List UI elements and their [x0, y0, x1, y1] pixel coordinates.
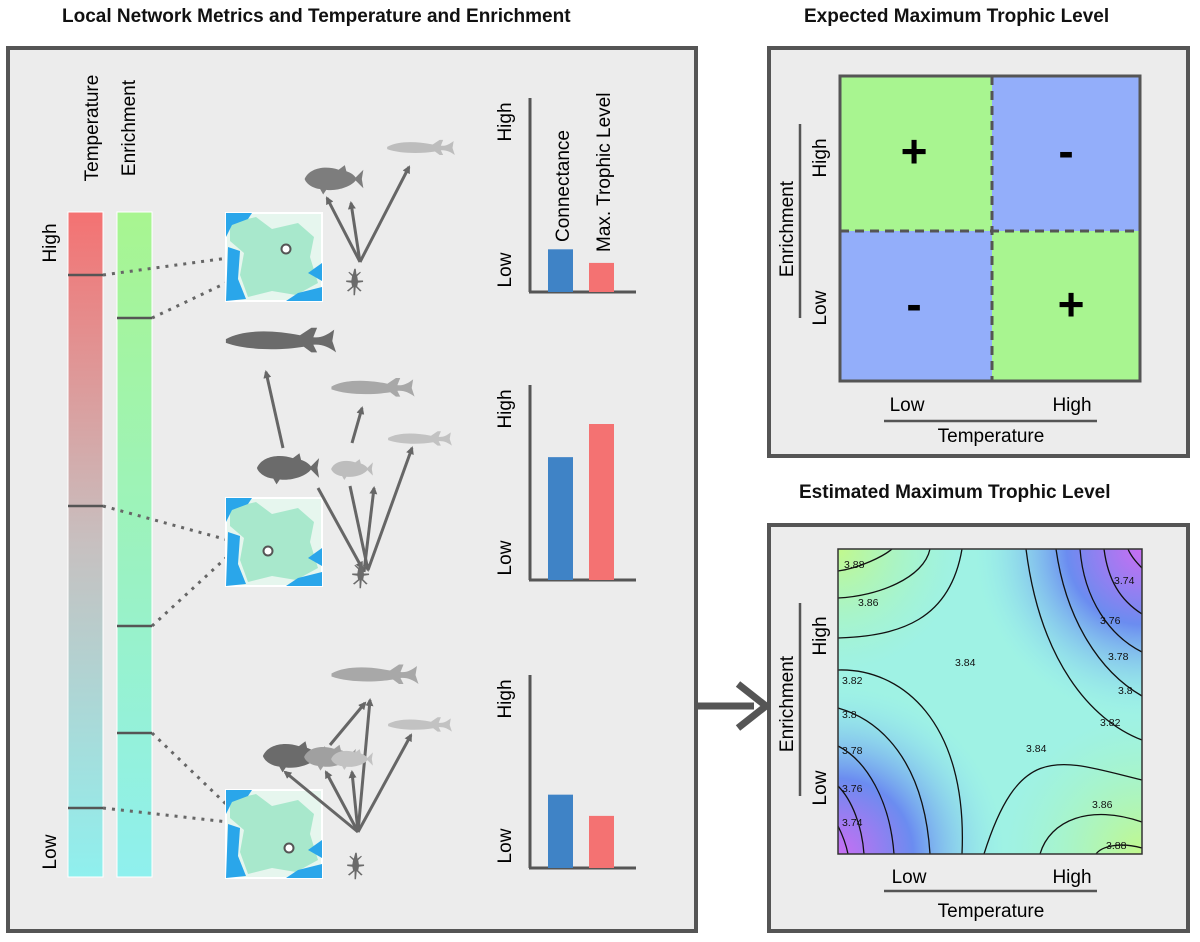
expected-sign-high-high: -: [1058, 125, 1073, 177]
estimated-y-tick-low: Low: [810, 770, 831, 805]
expected-y-axis-label: Enrichment: [777, 180, 798, 277]
flow-arrow: [696, 681, 772, 731]
connectance-bar: [548, 794, 573, 868]
contour-label: 3.84: [1026, 743, 1047, 755]
contour-label: 3.78: [1108, 651, 1129, 663]
enrichment-axis-label: Enrichment: [119, 79, 140, 176]
bar-chart-high-label: High: [495, 389, 516, 428]
contour-label: 3.76: [1100, 615, 1121, 627]
legend-trophic-level-label: Max. Trophic Level: [594, 93, 615, 252]
expected-sign-high-low: +: [901, 125, 928, 177]
estimated-x-tick-low: Low: [892, 867, 927, 888]
food-web-top: [304, 139, 455, 296]
expected-grid: + - - +: [838, 74, 1142, 383]
gradient-tick-marks: [68, 273, 152, 810]
contour-label: 3.82: [1100, 717, 1121, 729]
expected-y-tick-low: Low: [810, 290, 831, 325]
expected-cell-low-high: [992, 231, 1140, 381]
bar-chart-low-label: Low: [495, 252, 516, 287]
temperature-axis-label: Temperature: [82, 75, 103, 182]
bar-chart-low-label: Low: [495, 540, 516, 575]
expected-y-tick-high: High: [810, 138, 831, 177]
estimated-heatmap: 3.88 3.86 3.84 3.82 3.8 3.78 3.76 3.74 3…: [837, 548, 1143, 855]
food-web-middle: [225, 327, 452, 589]
contour-label: 3.86: [1092, 799, 1113, 811]
contour-label: 3.86: [858, 597, 879, 609]
expected-cell-high-high: [992, 76, 1140, 231]
estimated-x-axis-label: Temperature: [938, 901, 1045, 922]
site-map-middle: [225, 497, 323, 587]
site-map-bottom: [225, 789, 323, 879]
estimated-x-tick-high: High: [1052, 867, 1091, 888]
contour-label: 3.88: [844, 559, 865, 571]
expected-x-axis-label: Temperature: [938, 426, 1045, 447]
contour-lines: [837, 548, 1143, 855]
site-connectors: [102, 256, 230, 824]
expected-x-tick-high: High: [1052, 395, 1091, 416]
expected-cell-low-low: [840, 231, 992, 381]
insect-silhouette: [347, 852, 365, 880]
food-web-bottom: [262, 664, 452, 880]
contour-label: 3.82: [842, 675, 863, 687]
contour-label: 3.76: [842, 783, 863, 795]
expected-sign-low-low: -: [906, 278, 921, 330]
bar-chart-low-label: Low: [495, 828, 516, 863]
contour-label: 3.78: [842, 745, 863, 757]
insect-silhouette: [346, 268, 364, 296]
enrichment-gradient-bar: [116, 211, 153, 878]
estimated-y-tick-high: High: [810, 616, 831, 655]
contour-label: 3.74: [842, 817, 863, 829]
connectance-bar: [548, 249, 573, 292]
expected-x-tick-low: Low: [890, 395, 925, 416]
contour-labels: 3.88 3.86 3.84 3.82 3.8 3.78 3.76 3.74 3…: [842, 559, 1135, 852]
left-panel-title: Local Network Metrics and Temperature an…: [62, 6, 571, 27]
contour-label: 3.8: [1118, 685, 1133, 697]
estimated-y-axis-label: Enrichment: [777, 655, 798, 752]
estimated-panel-title: Estimated Maximum Trophic Level: [799, 482, 1111, 503]
bar-chart-high-label: High: [495, 102, 516, 141]
trophic-level-bar: [589, 262, 614, 292]
contour-label: 3.74: [1114, 575, 1135, 587]
contour-label: 3.84: [955, 657, 976, 669]
contour-label: 3.88: [1106, 840, 1127, 852]
site-map-top: [225, 212, 323, 302]
connectance-bar: [548, 457, 573, 580]
contour-label: 3.8: [842, 709, 857, 721]
trophic-level-bar: [589, 815, 614, 868]
bar-chart-high-label: High: [495, 679, 516, 718]
temperature-gradient-bar: [67, 211, 104, 878]
insect-silhouette: [352, 561, 370, 589]
gradient-high-label: High: [40, 223, 61, 262]
expected-axes: Low High Temperature High Low Enrichment: [777, 124, 1097, 447]
expected-cell-high-low: [840, 76, 992, 231]
estimated-axes: Low High Temperature High Low Enrichment: [777, 603, 1097, 922]
legend-connectance-label: Connectance: [553, 130, 574, 242]
expected-sign-low-high: +: [1058, 278, 1085, 330]
gradient-low-label: Low: [40, 834, 61, 869]
trophic-level-bar: [589, 424, 614, 580]
expected-panel-title: Expected Maximum Trophic Level: [804, 6, 1110, 27]
